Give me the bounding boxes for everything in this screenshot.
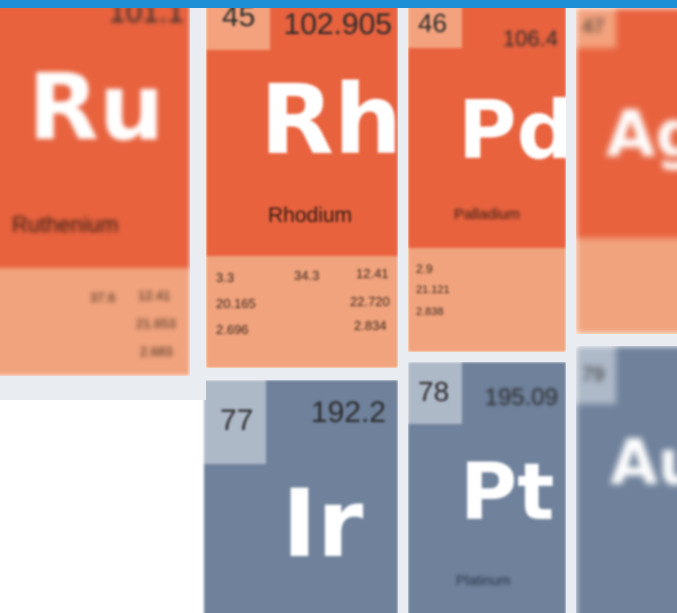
properties-panel: 2.9 21.121 2.838	[408, 248, 566, 352]
property-value: 21.653	[136, 316, 176, 331]
property-value: 2.9	[416, 262, 433, 276]
tile-gap	[408, 352, 566, 362]
tile-gap	[204, 368, 398, 380]
atomic-number: 77	[220, 404, 254, 437]
property-value: 12.41	[356, 266, 389, 281]
tile-gap	[576, 334, 677, 346]
atomic-mass: 192.2	[310, 396, 386, 429]
element-symbol: Rh	[260, 64, 398, 176]
atomic-mass: 106.4	[502, 26, 558, 51]
element-tile-ag: 47 Ag	[576, 8, 677, 334]
property-value: 21.121	[416, 284, 450, 296]
element-symbol: Ru	[28, 54, 165, 161]
atomic-number-box: 46	[408, 4, 462, 48]
element-name: Palladium	[454, 206, 520, 223]
element-symbol: Ir	[282, 470, 364, 579]
atomic-number-box: 78	[408, 362, 462, 424]
atomic-number: 46	[418, 8, 447, 38]
atomic-number: 45	[222, 4, 256, 33]
atomic-mass: 101.1	[108, 4, 184, 29]
properties-panel	[576, 238, 677, 334]
element-tile-ir: 77 192.2 Ir	[204, 380, 398, 613]
property-value: 12.41	[138, 288, 171, 303]
property-value: 34.3	[294, 268, 320, 283]
element-tile-rh: 45 102.905 Rh Rhodium 3.3 34.3 12.41 20.…	[206, 4, 398, 368]
atomic-number: 78	[418, 376, 450, 407]
atomic-number-box: 77	[204, 380, 266, 464]
tile-gap	[0, 376, 190, 400]
atomic-number-box: 79	[576, 346, 616, 404]
property-value: 2.834	[354, 318, 387, 333]
atomic-number: 79	[582, 364, 605, 386]
property-value: 2.838	[416, 306, 444, 318]
element-symbol: Au	[610, 426, 677, 499]
element-name: Ruthenium	[12, 212, 119, 237]
element-symbol: Ag	[606, 98, 677, 172]
element-symbol: Pd	[458, 84, 566, 177]
top-accent-bar	[0, 0, 677, 8]
properties-panel: 3.3 34.3 12.41 20.165 22.720 2.696 2.834	[206, 256, 398, 368]
element-name: Platinum	[456, 572, 511, 588]
element-tile-pd: 46 106.4 Pd Palladium 2.9 21.121 2.838	[408, 4, 566, 352]
tile-gap	[190, 0, 206, 400]
element-tile-ru: 101.1 Ru Ruthenium 37.6 12.41 21.653 2.6…	[0, 4, 190, 376]
atomic-mass: 102.905	[283, 8, 392, 41]
atomic-mass: 195.09	[484, 384, 558, 411]
element-tile-pt: 78 195.09 Pt Platinum	[408, 362, 566, 613]
properties-panel: 37.6 12.41 21.653 2.683	[0, 268, 190, 376]
element-name: Rhodium	[268, 204, 353, 227]
property-value: 20.165	[216, 296, 256, 311]
tile-gap	[398, 0, 408, 613]
element-symbol: Pt	[460, 448, 555, 538]
property-value: 22.720	[350, 294, 390, 309]
tile-gap	[566, 0, 576, 613]
atomic-number: 47	[582, 16, 605, 38]
property-value: 3.3	[216, 270, 235, 285]
atomic-number-box: 45	[206, 4, 270, 50]
property-value: 37.6	[90, 290, 116, 305]
atomic-number-box: 47	[576, 8, 616, 48]
element-tile-au: 79 Au	[576, 346, 677, 613]
property-value: 2.683	[140, 344, 173, 359]
property-value: 2.696	[216, 322, 249, 337]
